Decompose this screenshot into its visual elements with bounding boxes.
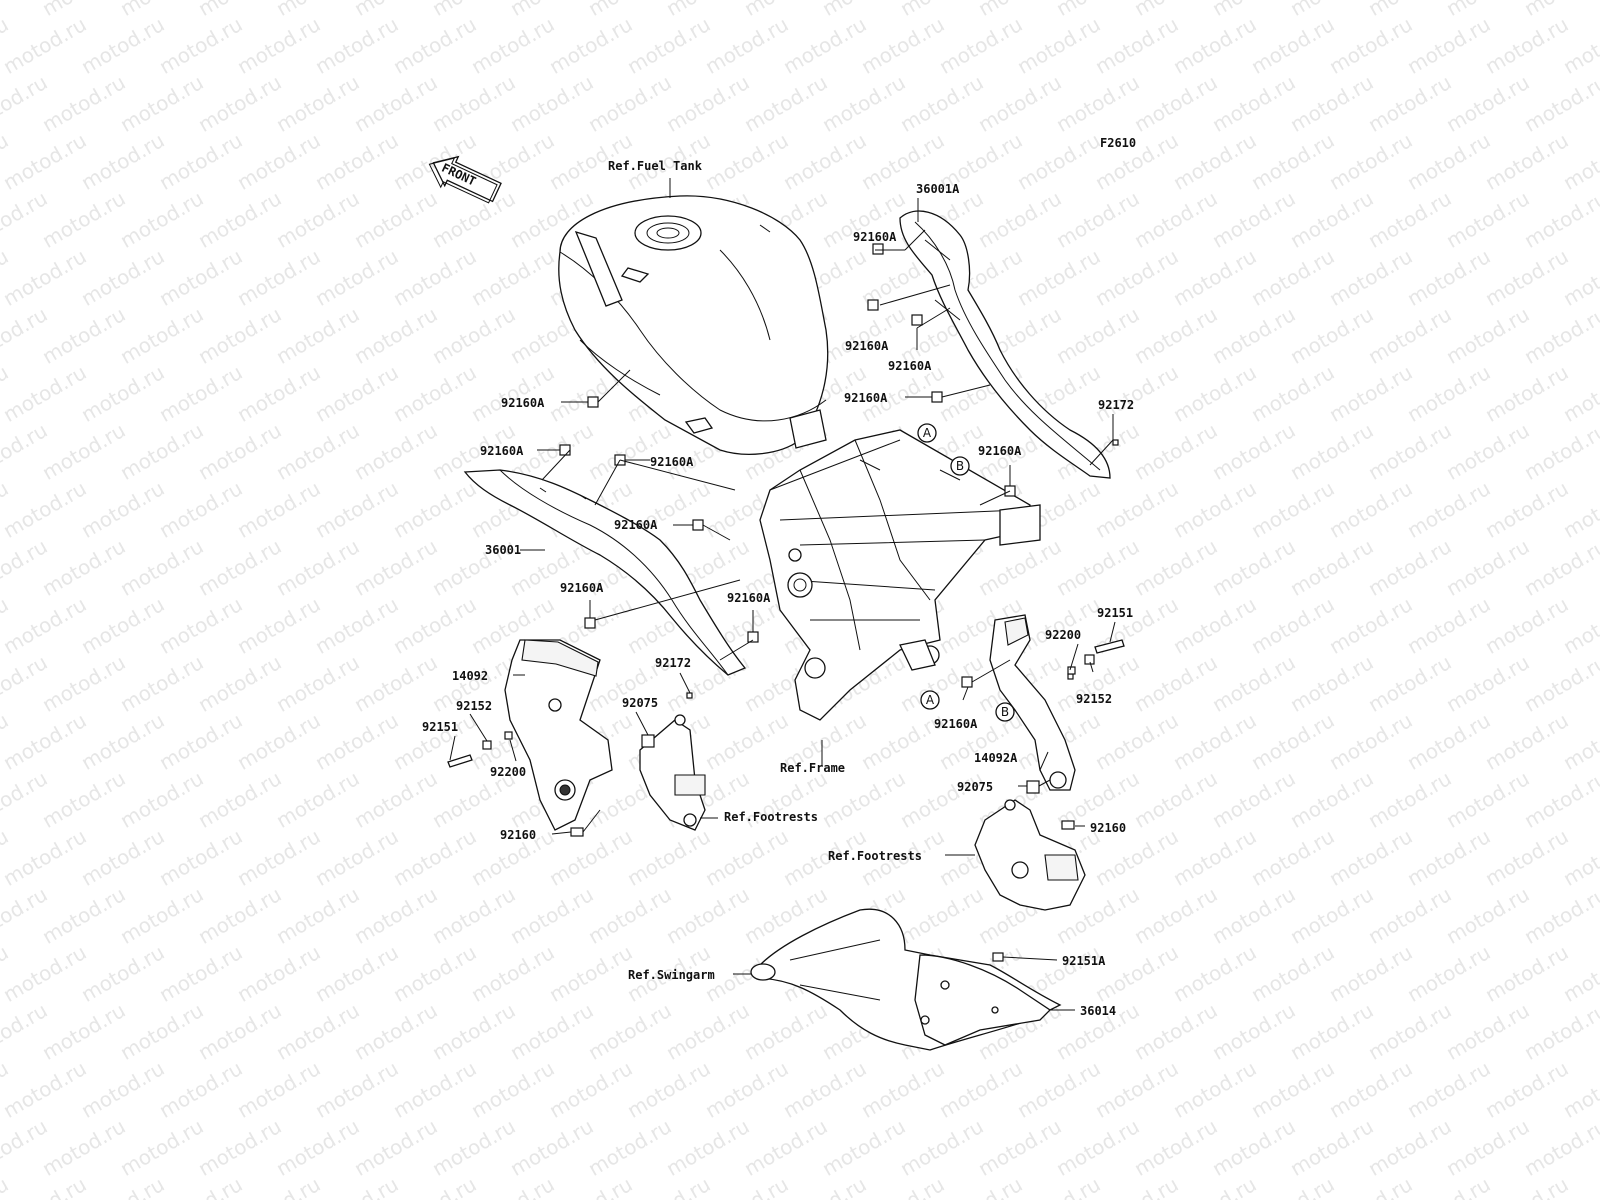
part-92160A-r5: 92160A xyxy=(978,444,1022,458)
part-92160A-l5: 92160A xyxy=(560,581,604,595)
part-92160A-l4: 92160A xyxy=(614,518,658,532)
part-14092: 14092 xyxy=(452,669,488,683)
left-footrest-bracket xyxy=(639,714,706,831)
part-92152-left: 92152 xyxy=(456,699,492,713)
part-92160-right: 92160 xyxy=(1090,821,1126,835)
ref-footrests-right-label: Ref.Footrests xyxy=(828,849,922,863)
part-92200-left: 92200 xyxy=(490,765,526,779)
marker-a-top: A xyxy=(917,423,937,443)
figure-code: F2610 xyxy=(1100,136,1136,150)
part-36014: 36014 xyxy=(1080,1004,1116,1018)
part-36001A: 36001A xyxy=(916,182,960,196)
ref-swingarm-label: Ref.Swingarm xyxy=(628,968,715,982)
marker-a-bottom-label: A xyxy=(926,693,935,707)
marker-b-bottom: B xyxy=(995,702,1015,722)
part-92151A: 92151A xyxy=(1062,954,1106,968)
part-92075-left: 92075 xyxy=(622,696,658,710)
part-92160A-r1: 92160A xyxy=(853,230,897,244)
fuel-tank xyxy=(558,195,829,455)
part-92160A-l2: 92160A xyxy=(480,444,524,458)
part-92160-left: 92160 xyxy=(500,828,536,842)
ref-fuel-tank-label: Ref.Fuel Tank xyxy=(608,159,703,173)
marker-b-bottom-label: B xyxy=(1001,705,1009,719)
frame xyxy=(759,429,1041,721)
leader-lines xyxy=(449,178,1116,1011)
marker-b-top-label: B xyxy=(956,459,964,473)
part-92151-left: 92151 xyxy=(422,720,458,734)
part-92151-right: 92151 xyxy=(1097,606,1133,620)
part-36001: 36001 xyxy=(485,543,521,557)
marker-b-top: B xyxy=(950,456,970,476)
part-92160A-r3: 92160A xyxy=(888,359,932,373)
part-92160A-r6: 92160A xyxy=(934,717,978,731)
part-92160A-r2: 92160A xyxy=(845,339,889,353)
ref-footrests-left-label: Ref.Footrests xyxy=(724,810,818,824)
front-arrow-icon: FRONT xyxy=(428,155,502,204)
part-92160A-l1: 92160A xyxy=(501,396,545,410)
part-92200-right: 92200 xyxy=(1045,628,1081,642)
swingarm xyxy=(750,908,1062,1051)
left-side-cover-36001 xyxy=(463,469,747,676)
part-92160A-l3: 92160A xyxy=(650,455,694,469)
right-frame-cover-14092A xyxy=(989,614,1076,791)
marker-a-bottom: A xyxy=(920,690,940,710)
part-92172-left: 92172 xyxy=(655,656,691,670)
part-92152-right: 92152 xyxy=(1076,692,1112,706)
part-14092A: 14092A xyxy=(974,751,1018,765)
chain-guard-36014 xyxy=(914,954,1052,1046)
part-92160A-center: 92160A xyxy=(727,591,771,605)
part-92172-right: 92172 xyxy=(1098,398,1134,412)
right-footrest-bracket xyxy=(974,799,1086,911)
part-92160A-r4: 92160A xyxy=(844,391,888,405)
part-92075-right: 92075 xyxy=(957,780,993,794)
left-frame-cover-14092 xyxy=(504,639,613,831)
marker-a-top-label: A xyxy=(923,426,932,440)
ref-frame-label: Ref.Frame xyxy=(780,761,845,775)
